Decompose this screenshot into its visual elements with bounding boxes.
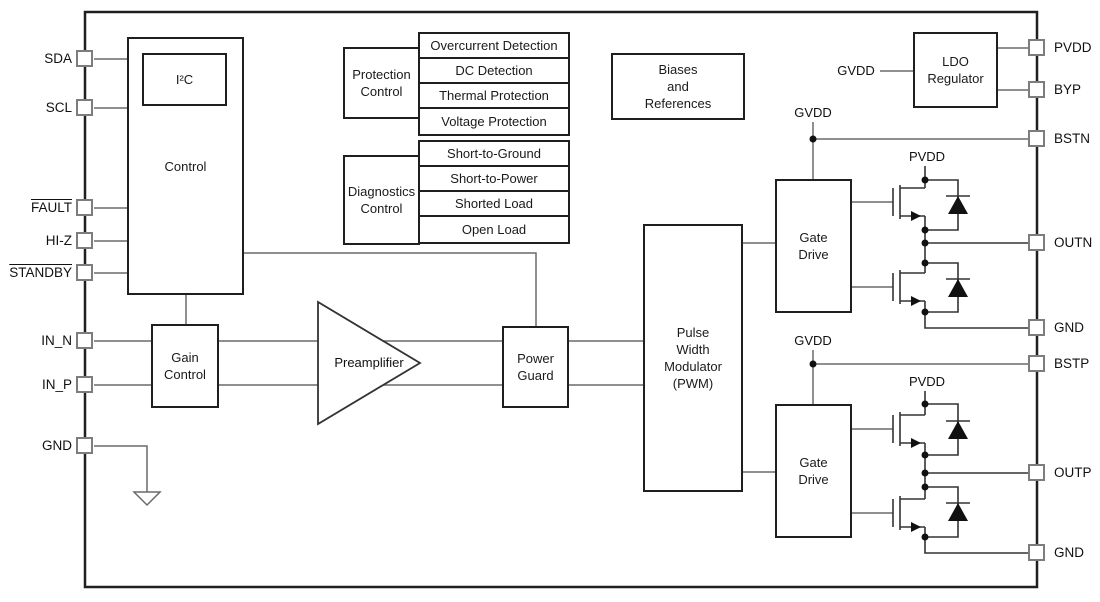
nmos-low-n-icon (892, 270, 925, 306)
biases-references-block: Biases and References (611, 53, 745, 120)
gain-control-block: Gain Control (151, 324, 219, 408)
pin-bstp (1028, 355, 1045, 372)
pvdd-p-label: PVDD (908, 374, 946, 389)
protection-list: Overcurrent Detection DC Detection Therm… (418, 32, 570, 136)
pvdd-n-label: PVDD (908, 149, 946, 164)
i2c-label: I²C (175, 72, 194, 87)
half-bridge-n (892, 166, 1028, 329)
pin-gnd-left (76, 437, 93, 454)
junction-dots (809, 135, 929, 541)
pwm-label: Pulse Width Modulator (PWM) (664, 325, 722, 391)
pin-label-sda: SDA (44, 51, 72, 66)
diagnostics-item: Shorted Load (420, 192, 568, 217)
body-diode-low-p-icon (925, 486, 970, 538)
diagnostics-control-block: Diagnostics Control (343, 155, 420, 245)
pin-label-fault: FAULT (30, 200, 72, 215)
pin-sda (76, 50, 93, 67)
pin-in-n (76, 332, 93, 349)
protection-control-label: Protection Control (352, 67, 411, 99)
gvdd-ldo-label: GVDD (837, 63, 875, 78)
chip-boundary (83, 10, 1039, 589)
protection-item: Voltage Protection (420, 109, 568, 134)
pin-pvdd (1028, 39, 1045, 56)
pin-gnd-n (1028, 319, 1045, 336)
ground-icon (132, 491, 162, 507)
diagnostics-list: Short-to-Ground Short-to-Power Shorted L… (418, 140, 570, 244)
body-diode-low-n-icon (925, 262, 970, 313)
protection-item: Overcurrent Detection (420, 34, 568, 59)
pin-gnd-p (1028, 544, 1045, 561)
diagnostics-control-label: Diagnostics Control (347, 184, 416, 216)
pwm-block: Pulse Width Modulator (PWM) (643, 224, 743, 492)
gvdd-p-label: GVDD (794, 333, 832, 348)
pin-hiz (76, 232, 93, 249)
power-guard-label: Power Guard (517, 351, 554, 383)
preamplifier-label: Preamplifier (334, 355, 404, 370)
pin-label-pvdd: PVDD (1054, 40, 1092, 55)
pin-bstn (1028, 130, 1045, 147)
ldo-regulator-label: LDO Regulator (927, 54, 984, 86)
pin-label-bstn: BSTN (1054, 131, 1091, 146)
pin-label-in-p: IN_P (41, 377, 72, 392)
gate-drive-n-label: Gate Drive (798, 230, 829, 262)
gain-control-label: Gain Control (164, 350, 206, 382)
half-bridge-p (892, 391, 1028, 554)
gate-drive-n-block: Gate Drive (775, 179, 852, 313)
pin-in-p (76, 376, 93, 393)
preamplifier-triangle (317, 300, 422, 426)
pin-label-byp: BYP (1054, 82, 1082, 97)
control-label: Control (164, 158, 207, 174)
pin-label-bstp: BSTP (1054, 356, 1090, 371)
pin-label-in-n: IN_N (41, 333, 72, 348)
pin-standby (76, 264, 93, 281)
pin-label-scl: SCL (45, 100, 72, 115)
pin-byp (1028, 81, 1045, 98)
diagnostics-item: Open Load (420, 217, 568, 242)
pin-outn (1028, 234, 1045, 251)
pin-outp (1028, 464, 1045, 481)
pin-label-hiz: HI-Z (45, 233, 72, 248)
protection-control-block: Protection Control (343, 47, 420, 119)
pin-label-gnd-left: GND (42, 438, 72, 453)
biases-references-label: Biases and References (644, 62, 712, 111)
pin-fault (76, 199, 93, 216)
protection-item: DC Detection (420, 59, 568, 84)
nmos-high-p-icon (892, 412, 925, 448)
i2c-block: I²C (142, 53, 227, 106)
gate-drive-p-block: Gate Drive (775, 404, 852, 538)
ldo-regulator-block: LDO Regulator (913, 32, 998, 108)
pin-label-gnd-p: GND (1054, 545, 1084, 560)
pin-label-outp: OUTP (1054, 465, 1092, 480)
power-guard-block: Power Guard (502, 326, 569, 408)
diagnostics-item: Short-to-Ground (420, 142, 568, 167)
body-diode-high-n-icon (925, 179, 970, 231)
gate-drive-p-label: Gate Drive (798, 455, 829, 487)
pin-label-outn: OUTN (1054, 235, 1093, 250)
body-diode-high-p-icon (925, 403, 970, 456)
protection-item: Thermal Protection (420, 84, 568, 109)
pin-label-standby: STANDBY (9, 265, 72, 280)
diagnostics-item: Short-to-Power (420, 167, 568, 192)
pin-scl (76, 99, 93, 116)
gvdd-n-label: GVDD (794, 105, 832, 120)
nmos-high-n-icon (892, 185, 925, 221)
pin-label-gnd-n: GND (1054, 320, 1084, 335)
nmos-low-p-icon (892, 496, 925, 532)
